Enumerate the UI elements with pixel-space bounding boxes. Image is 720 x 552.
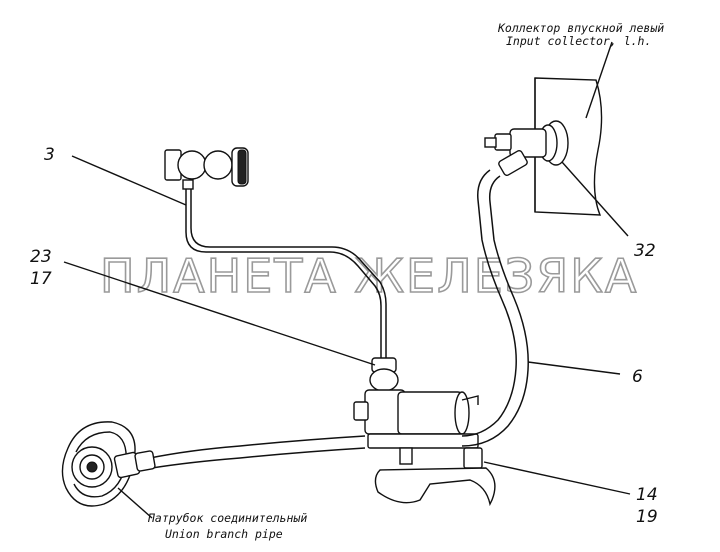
callout-17: 17	[30, 269, 52, 289]
watermark: ПЛАНЕТА ЖЕЛЕЗЯКА	[100, 249, 638, 303]
collector-label-ru: Коллектор впускной левый	[497, 21, 664, 35]
union-label-en: Union branch pipe	[165, 527, 283, 541]
callout-23: 23	[30, 247, 52, 267]
thin-pipe	[185, 189, 387, 362]
pipe-end-connector	[164, 147, 249, 190]
callout-32: 32	[634, 241, 656, 261]
solenoid-valve	[353, 357, 483, 469]
pipe-6	[461, 169, 529, 447]
callout-6: 6	[632, 367, 643, 387]
bracket-base	[374, 467, 496, 507]
union-branch-pipe	[61, 421, 156, 507]
callout-3: 3	[44, 145, 55, 165]
callout-14: 14	[636, 485, 658, 505]
leader-lines	[63, 41, 631, 519]
collector-fitting	[484, 120, 569, 177]
callout-19: 19	[636, 507, 658, 527]
collector-label-en: Input collector, l.h.	[506, 34, 651, 48]
union-label-ru: Патрубок соединительный	[147, 511, 307, 525]
hose-to-union	[149, 435, 366, 469]
